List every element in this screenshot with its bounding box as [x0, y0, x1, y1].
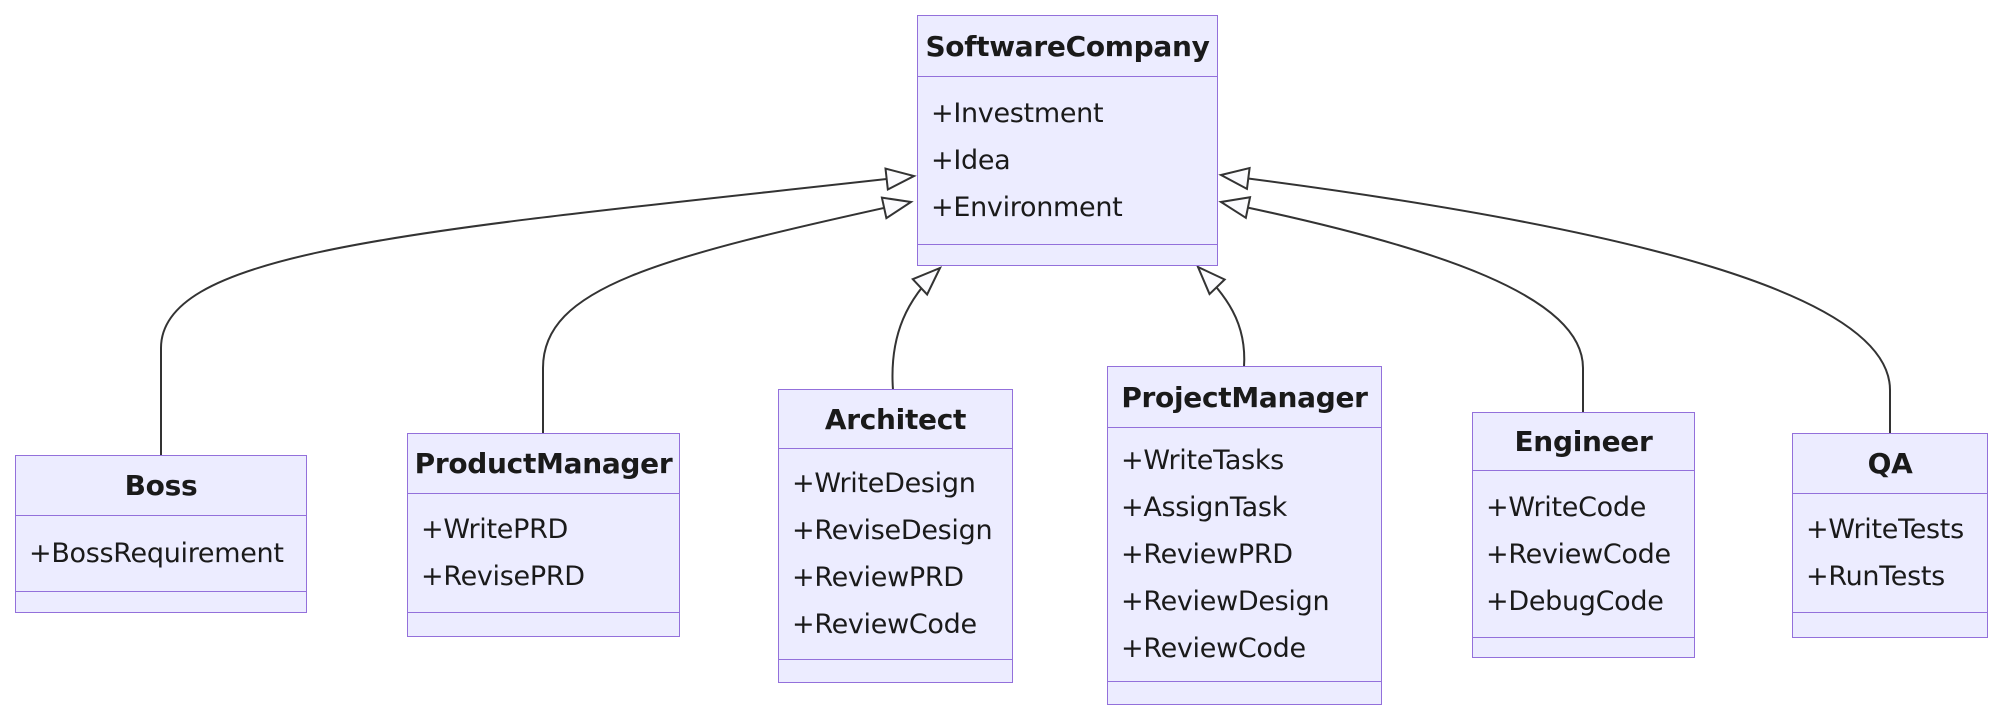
attribute-row: +RunTests — [1806, 561, 1945, 592]
attribute-row: +ReviseDesign — [792, 515, 993, 546]
class-methods-empty — [408, 612, 679, 636]
class-node-software-company: SoftwareCompany +Investment +Idea +Envir… — [917, 15, 1218, 266]
class-methods-empty — [779, 659, 1012, 682]
attribute-row: +RevisePRD — [421, 561, 585, 592]
edge-project-manager-software-company-inheritance — [1196, 264, 1246, 368]
class-methods-empty — [1793, 612, 1987, 637]
edge-architect-software-company-inheritance — [891, 266, 943, 391]
class-attributes: +Investment +Idea +Environment — [918, 77, 1217, 244]
attribute-row: +ReviewDesign — [1121, 586, 1330, 617]
class-title: QA — [1793, 434, 1987, 494]
class-attributes: +WriteTests +RunTests — [1793, 494, 1987, 612]
class-node-qa: QA +WriteTests +RunTests — [1792, 433, 1988, 638]
class-attributes: +WritePRD +RevisePRD — [408, 494, 679, 612]
class-methods-empty — [16, 591, 306, 612]
attribute-row: +ReviewPRD — [1121, 539, 1293, 570]
attribute-row: +ReviewCode — [1486, 538, 1671, 570]
class-node-engineer: Engineer +WriteCode +ReviewCode +DebugCo… — [1472, 412, 1695, 658]
attribute-row: +WriteTests — [1806, 514, 1964, 545]
attribute-row: +Environment — [931, 192, 1123, 223]
class-methods-empty — [1108, 681, 1381, 704]
class-title: Engineer — [1473, 413, 1694, 471]
attribute-row: +ReviewCode — [792, 609, 977, 640]
class-node-project-manager: ProjectManager +WriteTasks +AssignTask +… — [1107, 366, 1382, 705]
class-node-boss: Boss +BossRequirement — [15, 455, 307, 613]
attribute-row: +WriteTasks — [1121, 445, 1284, 476]
class-title: Architect — [779, 390, 1012, 449]
attribute-row: +DebugCode — [1486, 585, 1664, 617]
class-node-product-manager: ProductManager +WritePRD +RevisePRD — [407, 433, 680, 637]
attribute-row: +WriteDesign — [792, 468, 976, 499]
class-title: ProjectManager — [1108, 367, 1381, 428]
class-title: ProductManager — [408, 434, 679, 494]
class-attributes: +WriteTasks +AssignTask +ReviewPRD +Revi… — [1108, 428, 1381, 681]
attribute-row: +Investment — [931, 98, 1104, 129]
class-attributes: +WriteCode +ReviewCode +DebugCode — [1473, 471, 1694, 637]
attribute-row: +ReviewCode — [1121, 633, 1306, 664]
attribute-row: +ReviewPRD — [792, 562, 964, 593]
attribute-row: +BossRequirement — [29, 538, 284, 569]
class-attributes: +BossRequirement — [16, 516, 306, 591]
class-attributes: +WriteDesign +ReviseDesign +ReviewPRD +R… — [779, 449, 1012, 659]
class-methods-empty — [918, 244, 1217, 265]
class-methods-empty — [1473, 637, 1694, 657]
attribute-row: +Idea — [931, 145, 1011, 176]
attribute-row: +AssignTask — [1121, 492, 1287, 523]
attribute-row: +WriteCode — [1486, 491, 1647, 523]
class-title: SoftwareCompany — [918, 16, 1217, 77]
class-node-architect: Architect +WriteDesign +ReviseDesign +Re… — [778, 389, 1013, 683]
attribute-row: +WritePRD — [421, 514, 569, 545]
class-title: Boss — [16, 456, 306, 516]
